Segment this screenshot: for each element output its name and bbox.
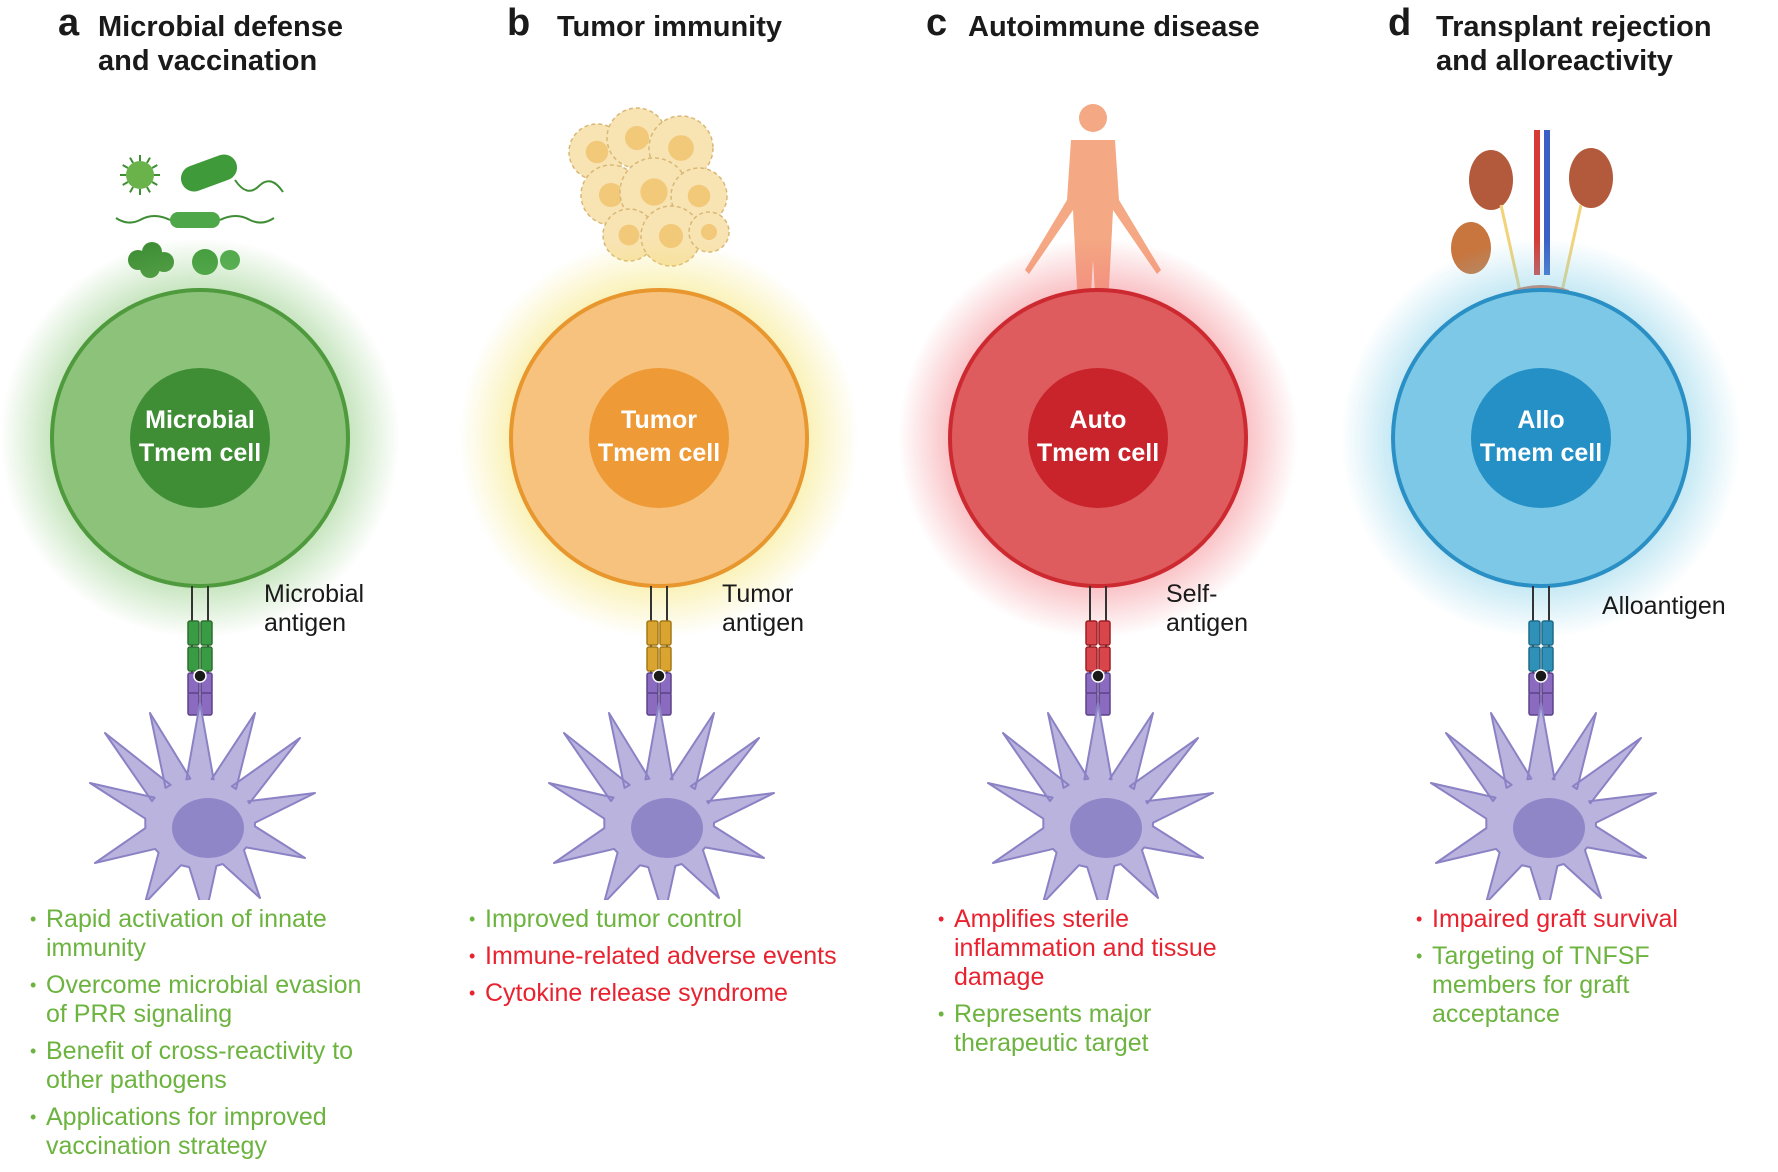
tcr-chain xyxy=(1528,620,1541,646)
tmem-cell-nucleus xyxy=(1028,368,1168,508)
outcome-item: Overcome microbial evasion of PRR signal… xyxy=(30,971,450,1029)
mhc-chain xyxy=(1085,692,1098,716)
panel-title: Microbial defense and vaccination xyxy=(98,11,343,77)
panel-letter: c xyxy=(926,2,948,44)
mhc-chain xyxy=(659,692,672,716)
mhc-chain xyxy=(1098,692,1111,716)
dendritic-cell-nucleus xyxy=(631,798,703,858)
outcome-item: Represents major therapeutic target xyxy=(938,1000,1358,1058)
tmem-cell-diagram xyxy=(459,107,859,900)
mhc-chain xyxy=(187,692,200,716)
tcr-chain xyxy=(1541,646,1554,672)
tcr-chain xyxy=(1098,620,1111,646)
human-body-icon xyxy=(1025,104,1161,325)
outcome-item: Amplifies sterile inflammation and tissu… xyxy=(938,905,1358,992)
tmem-cell-label: Microbial Tmem cell xyxy=(138,406,262,467)
outcome-list: Impaired graft survivalTargeting of TNFS… xyxy=(1416,905,1778,1037)
tcr-chain xyxy=(1528,646,1541,672)
panel-title: Transplant rejection and alloreactivity xyxy=(1436,11,1712,77)
panel-letter: a xyxy=(58,2,80,44)
tcr-chain xyxy=(200,620,213,646)
antigen-label: Alloantigen xyxy=(1602,592,1726,620)
antigen-label: Tumor antigen xyxy=(722,580,805,637)
outcome-item: Rapid activation of innate immunity xyxy=(30,905,450,963)
outcome-item: Impaired graft survival xyxy=(1416,905,1778,934)
panel-d: d Transplant rejection and alloreactivity… xyxy=(1336,0,1778,1172)
tmem-cell-label: Tumor Tmem cell xyxy=(597,406,721,467)
tmem-cell-label: Auto Tmem cell xyxy=(1036,406,1160,467)
tcr-chain xyxy=(187,646,200,672)
mhc-chain xyxy=(1541,692,1554,716)
antigen-peptide xyxy=(193,669,207,683)
mhc-chain xyxy=(1528,692,1541,716)
tcr-chain xyxy=(200,646,213,672)
panel-letter: b xyxy=(507,2,531,44)
outcome-item: Benefit of cross-reactivity to other pat… xyxy=(30,1037,450,1095)
tmem-cell-diagram xyxy=(898,104,1298,900)
tcr-chain xyxy=(1085,620,1098,646)
tmem-cell-label: Allo Tmem cell xyxy=(1479,406,1603,467)
outcome-list: Improved tumor controlImmune-related adv… xyxy=(469,905,889,1016)
tcr-chain xyxy=(659,620,672,646)
tcr-chain xyxy=(659,646,672,672)
mhc-chain xyxy=(200,692,213,716)
outcome-item: Immune-related adverse events xyxy=(469,942,889,971)
outcome-item: Cytokine release syndrome xyxy=(469,979,889,1008)
tmem-cell-nucleus xyxy=(1471,368,1611,508)
antigen-label: Self- antigen xyxy=(1166,580,1249,637)
tcr-chain xyxy=(1098,646,1111,672)
mhc-chain xyxy=(646,692,659,716)
tmem-cell-nucleus xyxy=(589,368,729,508)
tcr-chain xyxy=(1085,646,1098,672)
antigen-peptide xyxy=(1091,669,1105,683)
tcr-chain xyxy=(646,646,659,672)
dendritic-cell-nucleus xyxy=(1070,798,1142,858)
outcome-list: Rapid activation of innate immunityOverc… xyxy=(30,905,450,1169)
tmem-cell-nucleus xyxy=(130,368,270,508)
antigen-peptide xyxy=(652,669,666,683)
panel-title: Tumor immunity xyxy=(557,11,783,43)
panel-letter: d xyxy=(1388,2,1412,44)
tcr-chain xyxy=(646,620,659,646)
outcome-item: Improved tumor control xyxy=(469,905,889,934)
dendritic-cell-nucleus xyxy=(172,798,244,858)
panel-title: Autoimmune disease xyxy=(968,11,1260,43)
tmem-cell-diagram xyxy=(0,154,400,900)
antigen-label: Microbial antigen xyxy=(264,580,365,637)
dendritic-cell-nucleus xyxy=(1513,798,1585,858)
outcome-item: Applications for improved vaccination st… xyxy=(30,1103,450,1161)
antigen-peptide xyxy=(1534,669,1548,683)
outcome-item: Targeting of TNFSF members for graft acc… xyxy=(1416,942,1778,1029)
tmem-cell-diagram xyxy=(1341,130,1741,900)
outcome-list: Amplifies sterile inflammation and tissu… xyxy=(938,905,1358,1066)
tcr-chain xyxy=(187,620,200,646)
tcr-chain xyxy=(1541,620,1554,646)
